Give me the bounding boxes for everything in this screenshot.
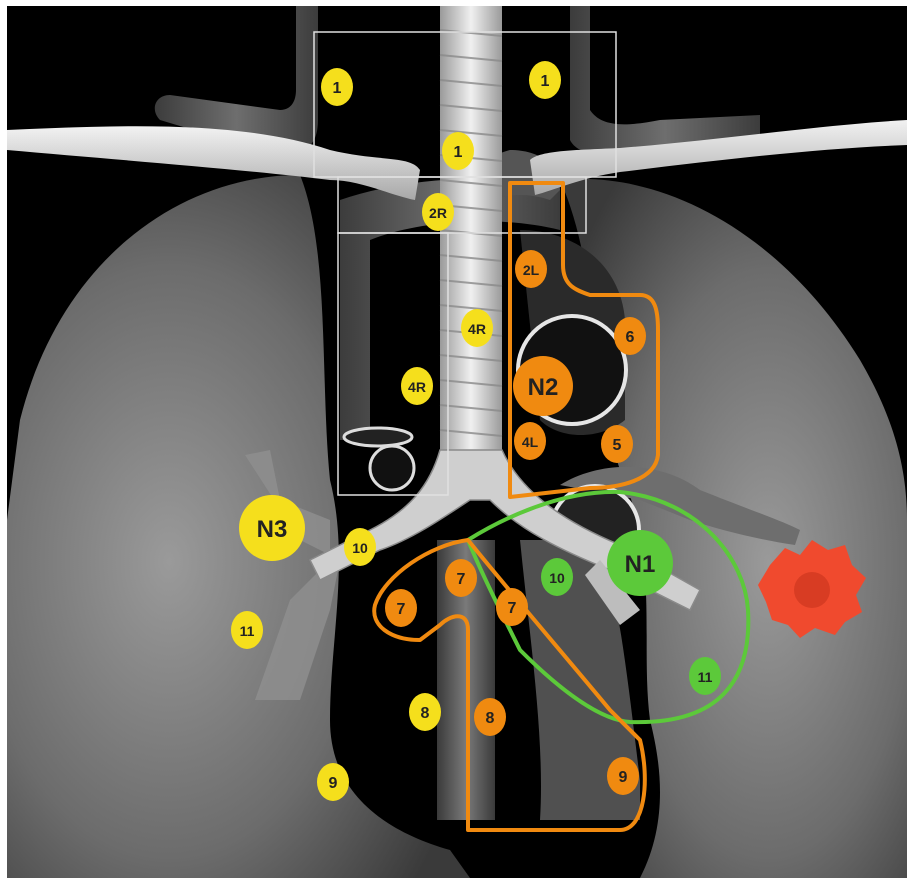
station-10-green: 10	[541, 558, 573, 596]
svg-text:1: 1	[333, 80, 342, 97]
svg-text:11: 11	[698, 669, 713, 685]
svg-text:7: 7	[457, 571, 466, 588]
station-8-orange: 8	[474, 698, 506, 736]
svg-text:4L: 4L	[522, 434, 539, 450]
svg-text:7: 7	[508, 600, 517, 617]
svg-text:4R: 4R	[468, 321, 486, 337]
svg-text:11: 11	[240, 623, 255, 639]
n1-zone-label: N1	[607, 530, 673, 596]
n3-zone-label: N3	[239, 495, 305, 561]
svg-text:9: 9	[619, 769, 628, 786]
azygos-section	[370, 446, 414, 490]
svc-opening	[344, 428, 412, 446]
svg-text:10: 10	[549, 570, 565, 586]
station-4r-lower: 4R	[401, 367, 433, 405]
station-1-right-upper: 1	[321, 68, 353, 106]
station-4l: 4L	[514, 422, 546, 460]
station-1-center: 1	[442, 132, 474, 170]
station-2r: 2R	[422, 193, 454, 231]
station-7-center: 7	[445, 559, 477, 597]
svg-text:6: 6	[626, 329, 635, 346]
svg-text:1: 1	[454, 144, 463, 161]
station-5: 5	[601, 425, 633, 463]
svg-text:N2: N2	[528, 374, 559, 401]
svg-text:2R: 2R	[429, 205, 447, 221]
svg-text:7: 7	[397, 601, 406, 618]
station-9-orange: 9	[607, 757, 639, 795]
svg-text:N1: N1	[625, 551, 656, 578]
station-10-yellow: 10	[344, 528, 376, 566]
station-4r-upper: 4R	[461, 309, 493, 347]
svg-text:9: 9	[329, 775, 338, 792]
svg-text:1: 1	[541, 73, 550, 90]
svg-text:8: 8	[486, 710, 495, 727]
svg-text:5: 5	[613, 437, 622, 454]
station-7-left: 7	[385, 589, 417, 627]
station-11-yellow: 11	[231, 611, 263, 649]
station-7-right: 7	[496, 588, 528, 626]
svg-text:4R: 4R	[408, 379, 426, 395]
station-9-yellow: 9	[317, 763, 349, 801]
svg-text:N3: N3	[257, 516, 288, 543]
svg-text:10: 10	[352, 540, 368, 556]
station-2l: 2L	[515, 250, 547, 288]
station-1-left-upper: 1	[529, 61, 561, 99]
station-8-yellow: 8	[409, 693, 441, 731]
svg-text:2L: 2L	[523, 262, 540, 278]
svg-text:8: 8	[421, 705, 430, 722]
station-11-green: 11	[689, 657, 721, 695]
station-6: 6	[614, 317, 646, 355]
n2-zone-label: N2	[513, 356, 573, 416]
